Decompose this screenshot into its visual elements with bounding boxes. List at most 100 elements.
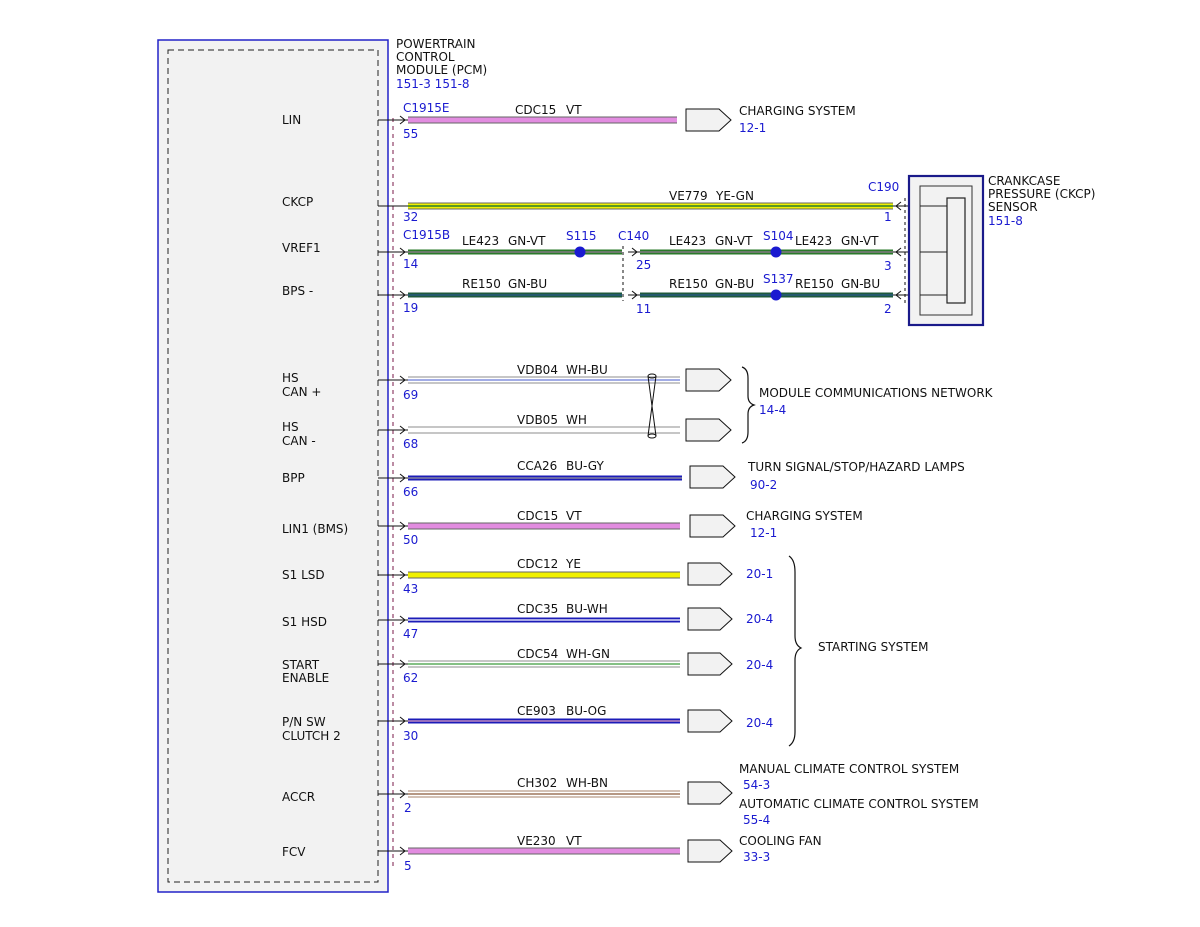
circuit-s1hsd: CDC35 [517,602,558,616]
dest-lin1-ref: 12-1 [750,526,777,540]
color-lin1: VT [566,509,582,523]
pcm-title-line-2: CONTROL [396,50,455,64]
color-hscanm: WH [566,413,587,427]
pin-label-lin: LIN [282,113,301,127]
dest-arrow-fcv [687,839,733,863]
wire-accr: 2 CH302 WH-BN [404,776,680,815]
connector-c140: C140 [618,229,649,243]
sensor-outer [907,174,985,327]
wire-lin: C1915E 55 CDC15 VT [403,101,677,141]
dest-arrow-pnsw [687,709,733,733]
pin-number-bps: 19 [403,301,418,315]
wire-s1hsd: 47 CDC35 BU-WH [403,602,680,641]
wire-starten: 62 CDC54 WH-GN [403,647,680,685]
dest-network-ref: 14-4 [759,403,786,417]
circuit-bps-c: RE150 [795,277,834,291]
color-bps-b: GN-BU [715,277,754,291]
braces [741,366,803,747]
end-pin-ckcp: 1 [884,210,892,224]
wire-lin1: 50 CDC15 VT [403,509,680,547]
stub-pnsw [378,716,408,726]
brace-network [741,366,756,444]
wire-pnsw: 30 CE903 BU-OG [403,704,680,743]
pin-label-pnsw-2: CLUTCH 2 [282,729,341,743]
dest-arrow-s1hsd [687,607,733,631]
dest-s1lsd-ref: 20-1 [746,567,773,581]
pin-label-lin1: LIN1 (BMS) [282,522,348,536]
wire-hscanm: 68 VDB05 WH [403,413,680,451]
ckcp-sensor: CRANKCASE PRESSURE (CKCP) SENSOR 151-8 [907,174,1095,327]
stub-accr [378,789,408,799]
dest-accr-manual-ref: 54-3 [743,778,770,792]
pin-number-hscanp: 69 [403,388,418,402]
sensor-inner [919,185,973,316]
splice-label-s115: S115 [566,229,597,243]
dest-pnsw-ref: 20-4 [746,716,773,730]
destination-labels: CHARGING SYSTEM 12-1 MODULE COMMUNICATIO… [739,104,994,864]
dest-bpp-ref: 90-2 [750,478,777,492]
circuit-starten: CDC54 [517,647,558,661]
dest-arrow-lin1 [689,514,736,538]
stub-vref1 [378,247,408,257]
pin-number-vref1: 14 [403,257,418,271]
twist-line-2 [647,375,657,437]
pin-number-fcv: 5 [404,859,412,873]
stub-bpp [378,473,408,483]
circuit-accr: CH302 [517,776,557,790]
dest-arrow-s1lsd [687,562,733,586]
dest-arrow-starten [687,652,733,676]
dest-starten-ref: 20-4 [746,658,773,672]
sensor-element [946,197,966,304]
color-vref1-c: GN-VT [841,234,879,248]
stub-s1lsd [378,570,408,580]
color-accr: WH-BN [566,776,608,790]
circuit-bps-a: RE150 [462,277,501,291]
pcm-title-line-3: MODULE (PCM) [396,63,487,77]
sensor-connector-c190 [893,198,920,303]
pin-label-accr: ACCR [282,790,315,804]
pin-number-s1lsd: 43 [403,582,418,596]
pcm-title-line-1: POWERTRAIN [396,37,476,51]
circuit-pnsw: CE903 [517,704,556,718]
dest-s1hsd-ref: 20-4 [746,612,773,626]
stub-s1hsd [378,615,408,625]
pin-number-starten: 62 [403,671,418,685]
pcm-module-inner-dashed [167,49,379,883]
dest-lin1-name: CHARGING SYSTEM [746,509,863,523]
dest-network-name: MODULE COMMUNICATIONS NETWORK [759,386,994,400]
wire-ckcp: 32 1 C190 VE779 YE-GN [403,180,899,224]
circuit-s1lsd: CDC12 [517,557,558,571]
pin-number-vref1-c140: 25 [636,258,651,272]
color-ckcp: YE-GN [715,189,754,203]
pin-stubs [378,115,408,856]
pin-label-s1lsd: S1 LSD [282,568,325,582]
circuit-bpp: CCA26 [517,459,557,473]
color-vref1-a: GN-VT [508,234,546,248]
circuit-lin: CDC15 [515,103,556,117]
pcm-refs: 151-3 151-8 [396,77,470,91]
dest-arrow-lin [685,108,732,132]
pin-number-hscanm: 68 [403,437,418,451]
twist-bottom [647,433,657,439]
dest-starting-name: STARTING SYSTEM [818,640,928,654]
splice-s137 [770,289,782,301]
splice-label-s104: S104 [763,229,794,243]
twist-top [647,373,657,379]
circuit-hscanm: VDB05 [517,413,558,427]
stub-hscanp [378,375,408,385]
wire-bps: 19 RE150 GN-BU 11 RE150 GN-BU S137 RE150… [403,246,893,316]
pin-label-bps: BPS - [282,284,313,298]
pin-label-ckcp: CKCP [282,195,313,209]
circuit-lin1: CDC15 [517,509,558,523]
stub-hscanm [378,425,408,435]
dest-accr-manual-name: MANUAL CLIMATE CONTROL SYSTEM [739,762,959,776]
pin-label-hscanm-2: CAN - [282,434,316,448]
color-bps-c: GN-BU [841,277,880,291]
connector-c140-arrow-bps [628,290,640,300]
dest-fcv-ref: 33-3 [743,850,770,864]
dest-accr-auto-ref: 55-4 [743,813,770,827]
color-bpp: BU-GY [566,459,604,473]
dest-arrow-hscanm [685,418,732,442]
pin-number-pnsw: 30 [403,729,418,743]
